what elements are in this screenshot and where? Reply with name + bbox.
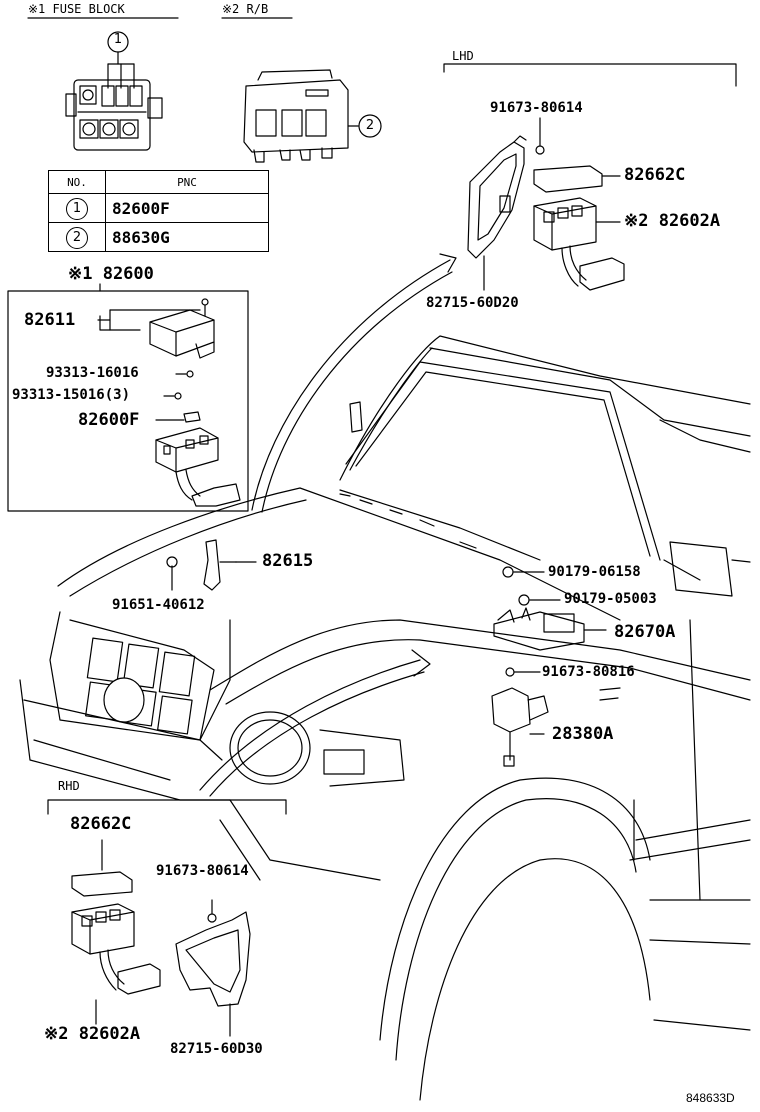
- table-row-pnc: 88630G: [105, 222, 269, 252]
- label-93313-15016[interactable]: 93313-15016(3): [12, 387, 131, 403]
- label-91673-80614-rhd[interactable]: 91673-80614: [156, 863, 249, 879]
- label-91673-80614-lhd[interactable]: 91673-80614: [490, 100, 583, 116]
- callout-2: 2: [365, 118, 375, 133]
- relay-82611-drawing: [150, 299, 214, 358]
- cover-82662c-lhd: [534, 166, 602, 192]
- label-82602a-rhd[interactable]: ※2 82602A: [44, 1024, 141, 1044]
- label-91651-40612[interactable]: 91651-40612: [112, 597, 205, 613]
- label-82715-60d30[interactable]: 82715-60D30: [170, 1041, 263, 1057]
- relay-82600f-drawing: [156, 428, 240, 506]
- relay-82602a-lhd: [534, 198, 624, 290]
- rb-header: ※2 R/B: [222, 2, 269, 16]
- bracket-82715-60d30: [176, 900, 250, 1036]
- rhd-label: RHD: [58, 779, 80, 793]
- relay-28380a: [492, 688, 548, 766]
- label-82662c-rhd[interactable]: 82662C: [70, 814, 132, 834]
- table-row-pnc: 82600F: [105, 193, 269, 223]
- label-82600-assy[interactable]: ※1 82600: [68, 264, 154, 284]
- label-93313-16016[interactable]: 93313-16016: [46, 365, 139, 381]
- callout-1: 1: [113, 32, 123, 47]
- fuse-block-drawing: [66, 52, 162, 150]
- bracket-82715-60d20: [468, 136, 526, 290]
- screw-91673-80816: [506, 668, 514, 676]
- table-row: 2 88630G: [48, 222, 269, 252]
- label-82615[interactable]: 82615: [262, 551, 314, 571]
- fuse-block-header: ※1 FUSE BLOCK: [28, 2, 125, 16]
- assy-82600-frame: [8, 291, 248, 511]
- label-82715-60d20[interactable]: 82715-60D20: [426, 295, 519, 311]
- label-82670a[interactable]: 82670A: [614, 622, 676, 642]
- relay-82602a-rhd: [72, 904, 160, 1024]
- label-82662c-lhd[interactable]: 82662C: [624, 165, 686, 185]
- callout-2-circle: [359, 115, 381, 137]
- table-header-no: NO.: [48, 170, 106, 194]
- side-mirror: [670, 542, 732, 596]
- bracket-82670a: [494, 608, 606, 650]
- nut-90179-05003: [519, 595, 529, 605]
- label-82611[interactable]: 82611: [24, 310, 76, 330]
- label-91673-80816[interactable]: 91673-80816: [542, 664, 635, 680]
- label-82602a-lhd[interactable]: ※2 82602A: [624, 211, 721, 231]
- pointer-arrow-upper: [252, 260, 450, 510]
- pnc-table: NO. PNC 1 82600F 2 88630G: [48, 170, 269, 252]
- truck-drawing: [20, 336, 750, 1100]
- rhd-bracket: [48, 800, 286, 814]
- label-82600f[interactable]: 82600F: [78, 410, 140, 430]
- label-90179-06158[interactable]: 90179-06158: [548, 564, 641, 580]
- nut-90179-06158: [503, 567, 513, 577]
- illustration-id: 848633D: [686, 1091, 735, 1105]
- table-row-no: 1: [66, 197, 88, 220]
- cover-82662c-rhd: [72, 872, 132, 896]
- table-row: 1 82600F: [48, 193, 269, 223]
- lhd-label: LHD: [452, 49, 474, 63]
- bracket-82615: [204, 540, 236, 590]
- label-90179-05003[interactable]: 90179-05003: [564, 591, 657, 607]
- table-header-pnc: PNC: [105, 170, 269, 194]
- lhd-bracket: [444, 64, 736, 86]
- rb-drawing: [244, 70, 358, 162]
- pointer-arrow-lower: [200, 660, 420, 790]
- table-row-no: 2: [66, 226, 88, 249]
- callout-1-circle: [108, 32, 128, 52]
- label-28380a[interactable]: 28380A: [552, 724, 614, 744]
